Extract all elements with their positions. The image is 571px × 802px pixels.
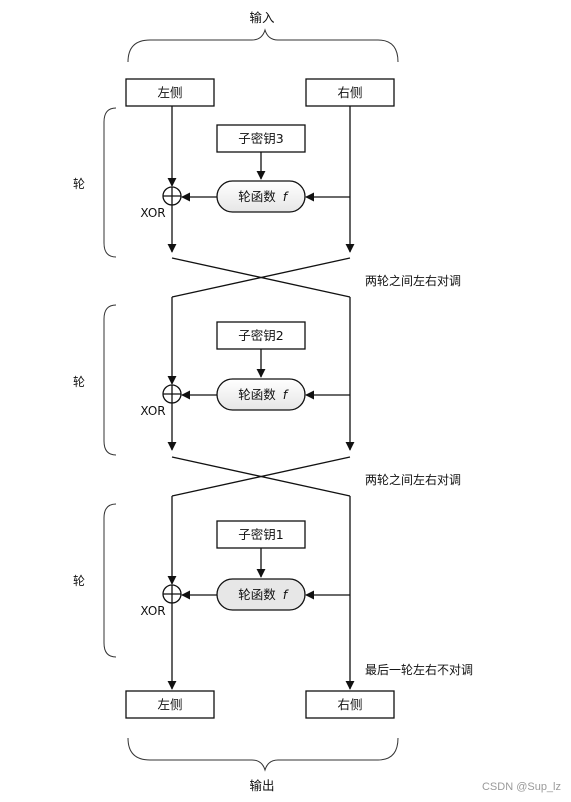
top-right-box: 右侧 [305, 78, 395, 107]
xor-label: XOR [140, 604, 165, 618]
bottom-left-box: 左侧 [125, 690, 215, 719]
round-function-label: 轮函数 [238, 387, 276, 402]
xor-label: XOR [140, 206, 165, 220]
subkey-3-box [216, 124, 306, 153]
bottom-right-label: 右侧 [337, 697, 362, 712]
round-2-label: 轮 [73, 375, 85, 389]
bottom-left-label: 左侧 [157, 697, 182, 712]
subkey-2-label: 子密钥2 [238, 328, 283, 343]
top-left-label: 左侧 [157, 85, 182, 100]
input-brace [127, 28, 399, 63]
round-function-label: 轮函数 [238, 587, 276, 602]
round-1: 轮 子密钥3 轮函数 f XOR [73, 106, 355, 258]
round-1-label: 轮 [73, 177, 85, 191]
swap-2-note: 两轮之间左右对调 [365, 472, 461, 487]
swap-1-note: 两轮之间左右对调 [365, 273, 461, 288]
output-brace [127, 737, 399, 772]
round-2: 轮 子密钥2 轮函数 f XOR [73, 297, 355, 456]
round-function-var: f [283, 587, 289, 602]
output-label: 输出 [249, 778, 274, 793]
top-right-label: 右侧 [337, 85, 362, 100]
bottom-right-box: 右侧 [305, 690, 395, 719]
no-swap-note: 最后一轮左右不对调 [365, 662, 473, 677]
input-label: 输入 [249, 10, 275, 25]
watermark: CSDN @Sup_lz [482, 781, 561, 793]
subkey-2-box [216, 321, 306, 350]
round-function-var: f [283, 189, 289, 204]
round-3: 轮 子密钥1 轮函数 f XOR 最后一轮左右不对调 [73, 496, 473, 690]
round-2-brace [103, 304, 117, 456]
round-3-brace [103, 503, 117, 658]
round-1-brace [103, 107, 117, 258]
xor-label: XOR [140, 404, 165, 418]
subkey-3-label: 子密钥3 [238, 131, 283, 146]
subkey-1-label: 子密钥1 [238, 527, 283, 542]
round-function-var: f [283, 387, 289, 402]
round-function-label: 轮函数 [238, 189, 276, 204]
top-left-box: 左侧 [125, 78, 215, 107]
swap-1: 两轮之间左右对调 [171, 257, 461, 298]
round-3-label: 轮 [73, 574, 85, 588]
swap-2: 两轮之间左右对调 [171, 456, 461, 497]
